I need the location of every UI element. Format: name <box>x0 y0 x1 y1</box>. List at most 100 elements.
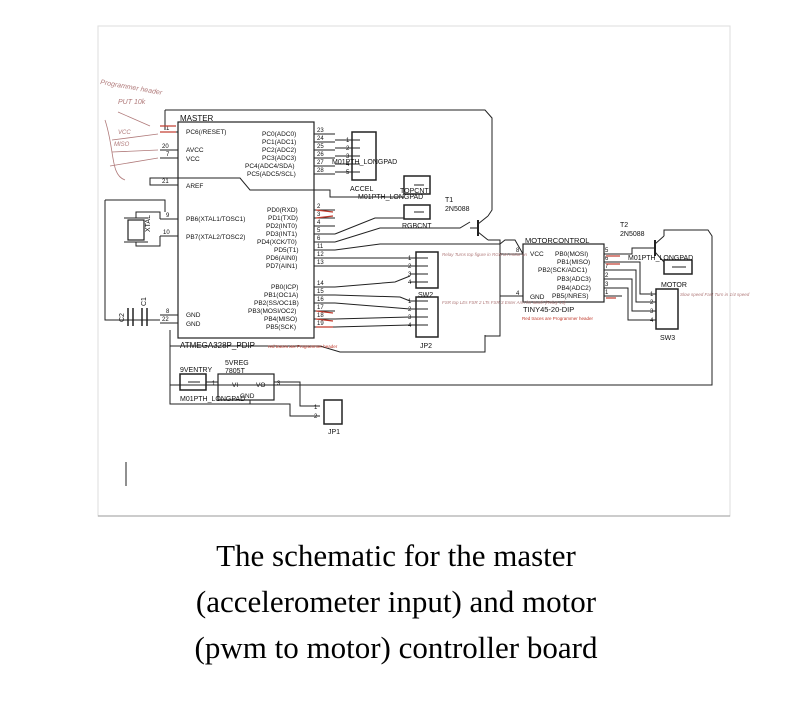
mcu-pin-num: 15 <box>317 289 324 295</box>
t2-transistor: T2 2N5088 <box>620 222 665 263</box>
tiny-pin-num: 1 <box>605 290 609 296</box>
mcu-pin-num: 6 <box>317 236 321 242</box>
sw3-pin: 1 <box>650 292 654 298</box>
mcu-pin-num: 13 <box>317 260 324 266</box>
tiny-pin-num: 5 <box>605 248 609 254</box>
t1-part: 2N5088 <box>445 206 470 213</box>
tiny-pin-num: 8 <box>516 248 520 254</box>
tiny-pin-num: 4 <box>516 291 520 297</box>
handnote-motor: Slow speed Fast Turn in 1/4 speed <box>680 292 750 297</box>
sw3-header: 1 2 3 4 SW3 <box>650 288 679 342</box>
caption-line-1: The schematic for the master <box>216 538 576 573</box>
mcu-pin-num: 20 <box>162 144 169 150</box>
sw2-header: 1 2 3 4 SW2 <box>408 251 439 299</box>
tiny-pin-label: PB4(ADC2) <box>557 285 591 292</box>
mcu-pin-label: PB4(MISO) <box>264 316 297 323</box>
mcu-pin-num: 17 <box>317 305 324 311</box>
mcu-pin-label: AREF <box>186 183 203 190</box>
mcu-pin-num: 23 <box>317 128 324 134</box>
rgbcnt-label: RGBCNT <box>402 223 432 230</box>
mcu-pin-label: PD0(RXD) <box>267 207 298 214</box>
mcu-pin-label: VCC <box>186 156 200 163</box>
mcu-pin-label: PD6(AIN0) <box>266 255 297 262</box>
tiny-pin-num: 7 <box>605 264 609 270</box>
mcu-part: ATMEGA328P_PDIP <box>180 341 255 350</box>
tiny-part: TINY45-20-DIP <box>523 305 574 314</box>
tiny-title: MOTORCONTROL <box>525 236 589 245</box>
sw3-pin: 4 <box>650 318 654 324</box>
mcu-pin-num: 4 <box>317 220 321 226</box>
accel-pin: 3 <box>346 154 350 160</box>
mcu-pin-label: PD7(AIN1) <box>266 263 297 270</box>
mcu-pin-label: PC5(ADC5/SCL) <box>247 171 296 178</box>
accel-part: M01PTH_LONGPAD <box>332 159 397 166</box>
tiny-pin-num: 6 <box>605 256 609 262</box>
jp1-label: JP1 <box>328 429 340 436</box>
mcu-pin-label: GND <box>186 312 201 319</box>
battery-part: M01PTH_LONGPAD <box>180 396 245 403</box>
tiny-pin-label: PB2(SCK/ADC1) <box>538 267 587 274</box>
mcu-pin-num: 9 <box>166 213 170 219</box>
battery-label: 9VENTRY <box>180 367 212 374</box>
programmer-marks <box>160 125 334 328</box>
mcu-title: MASTER <box>180 114 214 123</box>
sw3-pin: 2 <box>650 300 654 306</box>
mcu-pin-num: 27 <box>317 160 324 166</box>
mcu-pin-label: GND <box>186 321 201 328</box>
vreg-label: 5VREG <box>225 360 249 367</box>
jp2-pin: 3 <box>408 315 412 321</box>
motor-part: M01PTH_LONGPAD <box>628 255 693 262</box>
caption-line-2: (accelerometer input) and motor <box>195 584 597 619</box>
mcu-pin-num: 26 <box>317 152 324 158</box>
mcu-pin-num: 21 <box>162 179 169 185</box>
tiny-pin-label: PB0(MOSI) <box>555 251 588 258</box>
handnote-fsr: FSR top LEs FSR 2 LTs FSR 3 Enter Arm fo… <box>442 300 566 305</box>
tiny-pin-label: PB5(/NRES) <box>552 293 588 300</box>
c2-label: C2 <box>119 313 126 322</box>
mcu-note: red traces are Programmer header <box>268 344 338 349</box>
mcu-right-pins: PC0(ADC0) 23 PC1(ADC1) 24 PC2(ADC2) 25 P… <box>245 128 335 331</box>
mcu-pin-num: 16 <box>317 297 324 303</box>
mcu-pin-num: 7 <box>166 152 170 158</box>
vreg-part: 7805T <box>225 368 246 375</box>
rgbcnt-pad: RGBCNT <box>402 204 432 230</box>
t1-transistor: T1 2N5088 <box>445 197 489 241</box>
caption-line-3: (pwm to motor) controller board <box>194 630 598 665</box>
mcu-pin-num: 1 <box>166 126 170 132</box>
jp1-pin: 1 <box>314 405 318 411</box>
mcu-pin-num: 12 <box>317 252 324 258</box>
tiny-pin-label: PB1(MISO) <box>557 259 590 266</box>
sw2-pin: 2 <box>408 264 412 270</box>
mcu-pin-label: PD3(INT1) <box>266 231 297 238</box>
accel-header: 1 2 3 4 5 ACCEL M01PTH_LONGPAD <box>332 131 397 193</box>
vreg-vo: VO <box>256 382 265 389</box>
tiny-pin-num: 2 <box>605 273 609 279</box>
mcu-pin-label: PB5(SCK) <box>266 324 296 331</box>
mcu-pin-label: PB1(OC1A) <box>264 292 298 299</box>
t2-label: T2 <box>620 222 628 229</box>
mcu-pin-num: 2 <box>317 204 321 210</box>
c1-label: C1 <box>141 297 148 306</box>
mcu-left-pins: PC6(/RESET) 1 AVCC 20 VCC 7 AREF 21 PB6(… <box>160 126 245 328</box>
jp1-header: 1 2 JP1 <box>314 399 343 436</box>
accel-label: ACCEL <box>350 186 373 193</box>
sw2-label: SW2 <box>418 292 433 299</box>
mcu-pin-label: PD2(INT0) <box>266 223 297 230</box>
voltage-regulator: 5VREG 7805T VI VO GND 1 3 <box>212 360 281 401</box>
tiny-note: Red traces are Programmer header <box>522 316 594 321</box>
topcnt-label: TOPCNT <box>400 188 429 195</box>
vreg-gnd: GND <box>240 393 255 400</box>
mcu-pin-label: PD1(TXD) <box>268 215 298 222</box>
handnote-relay: Relay Turns top figure in RGB on motor o… <box>442 252 527 257</box>
vreg-pin: 1 <box>212 381 216 387</box>
jp2-header: 1 2 3 4 JP2 <box>408 296 439 350</box>
mcu-pin-num: 28 <box>317 168 324 174</box>
jp2-label: JP2 <box>420 343 432 350</box>
sw3-label: SW3 <box>660 335 675 342</box>
vreg-vi: VI <box>232 382 238 389</box>
accel-pin: 4 <box>346 162 350 168</box>
mcu-pin-label: PB6(XTAL1/TOSC1) <box>186 216 245 223</box>
t2-part: 2N5088 <box>620 231 645 238</box>
tiny-pin-label: PB3(ADC3) <box>557 276 591 283</box>
mcu-pin-label: PC0(ADC0) <box>262 131 296 138</box>
